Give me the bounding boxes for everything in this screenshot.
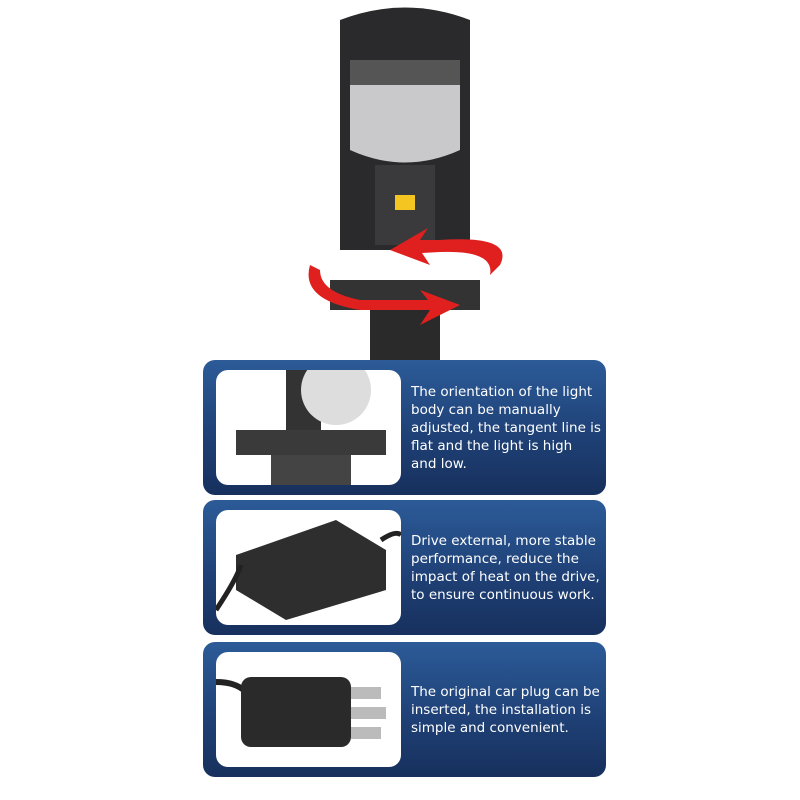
feature-panel-adjustable: The orientation of the light body can be…	[203, 360, 606, 495]
bulb-base-image	[216, 370, 401, 485]
feature-text: The original car plug can be inserted, t…	[411, 683, 600, 736]
driver-box-image	[216, 510, 401, 625]
led-headlight-bulb-image	[308, 7, 503, 360]
rotation-arrow-icon	[308, 265, 460, 325]
feature-text: Drive external, more stable performance,…	[411, 532, 600, 603]
h4-plug-image	[216, 652, 401, 767]
feature-panel-driver: Drive external, more stable performance,…	[203, 500, 606, 635]
feature-text: The orientation of the light body can be…	[411, 383, 601, 472]
feature-panel-plug: The original car plug can be inserted, t…	[203, 642, 606, 777]
